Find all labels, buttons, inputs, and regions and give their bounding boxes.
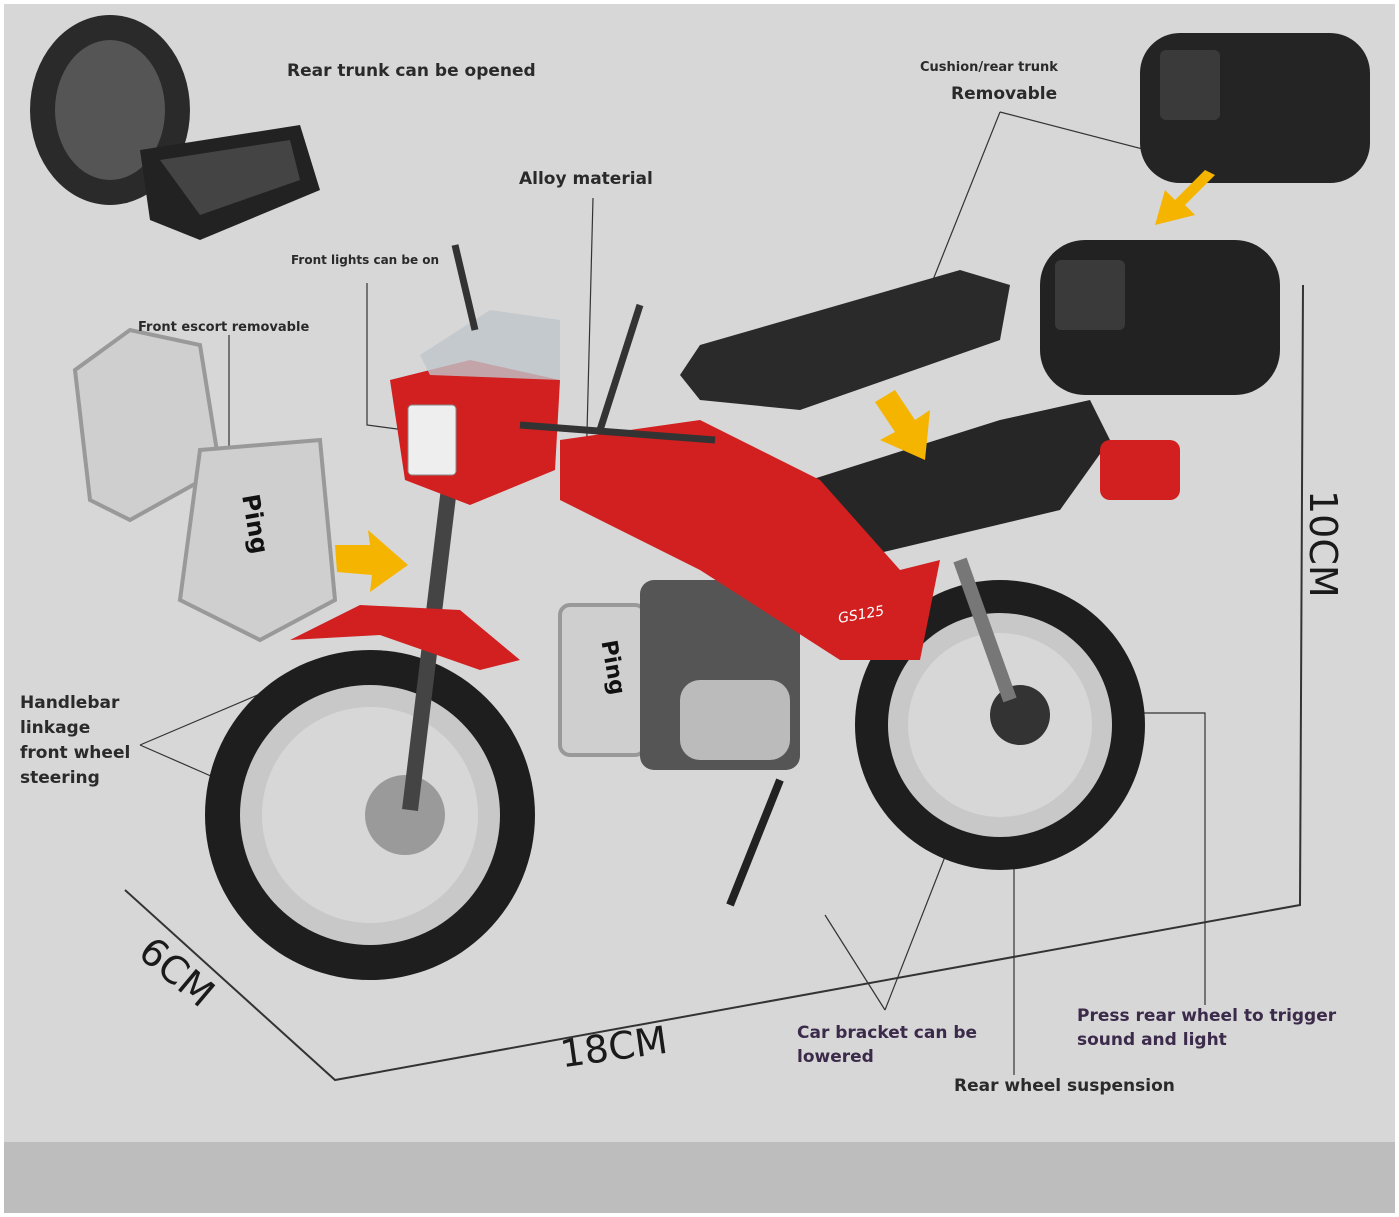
seat-image — [680, 270, 1110, 560]
front-wheel — [205, 650, 535, 980]
label-cushion-rear-trunk: Cushion/rear trunk — [920, 60, 1058, 75]
label-car-bracket: Car bracket can be lowered — [797, 1021, 977, 1069]
label-press-rear-wheel: Press rear wheel to trigger sound and li… — [1077, 1004, 1336, 1052]
label-alloy-material: Alloy material — [519, 169, 653, 189]
label-removable: Removable — [951, 84, 1058, 104]
handlebar-line-2: linkage — [20, 718, 91, 738]
dimension-height: 10CM — [1301, 490, 1345, 598]
handlebar-line-3: front wheel — [20, 743, 131, 763]
press-rear-line-2: sound and light — [1077, 1030, 1227, 1050]
handlebar-mirrors — [451, 244, 716, 444]
car-bracket-line-1: Car bracket can be — [797, 1023, 978, 1043]
car-bracket-line-2: lowered — [797, 1047, 874, 1067]
bottom-strip — [4, 1142, 1395, 1213]
press-rear-line-1: Press rear wheel to trigger — [1077, 1006, 1337, 1026]
label-handlebar-steering: Handlebar linkage front wheel steering — [20, 691, 130, 791]
handlebar-line-4: steering — [20, 768, 100, 788]
dimension-lines — [124, 284, 1304, 1082]
label-rear-suspension: Rear wheel suspension — [954, 1076, 1175, 1096]
open-trunk-image — [30, 15, 320, 240]
handlebar-line-1: Handlebar — [20, 693, 120, 713]
label-rear-trunk-opened: Rear trunk can be opened — [287, 61, 536, 81]
front-guard-image — [72, 327, 647, 757]
rear-trunk-image — [1040, 33, 1370, 395]
headlight — [407, 310, 560, 476]
rear-wheel — [855, 580, 1145, 870]
label-front-escort: Front escort removable — [138, 320, 310, 335]
label-front-lights: Front lights can be on — [291, 253, 440, 267]
yellow-arrows — [335, 170, 1215, 592]
